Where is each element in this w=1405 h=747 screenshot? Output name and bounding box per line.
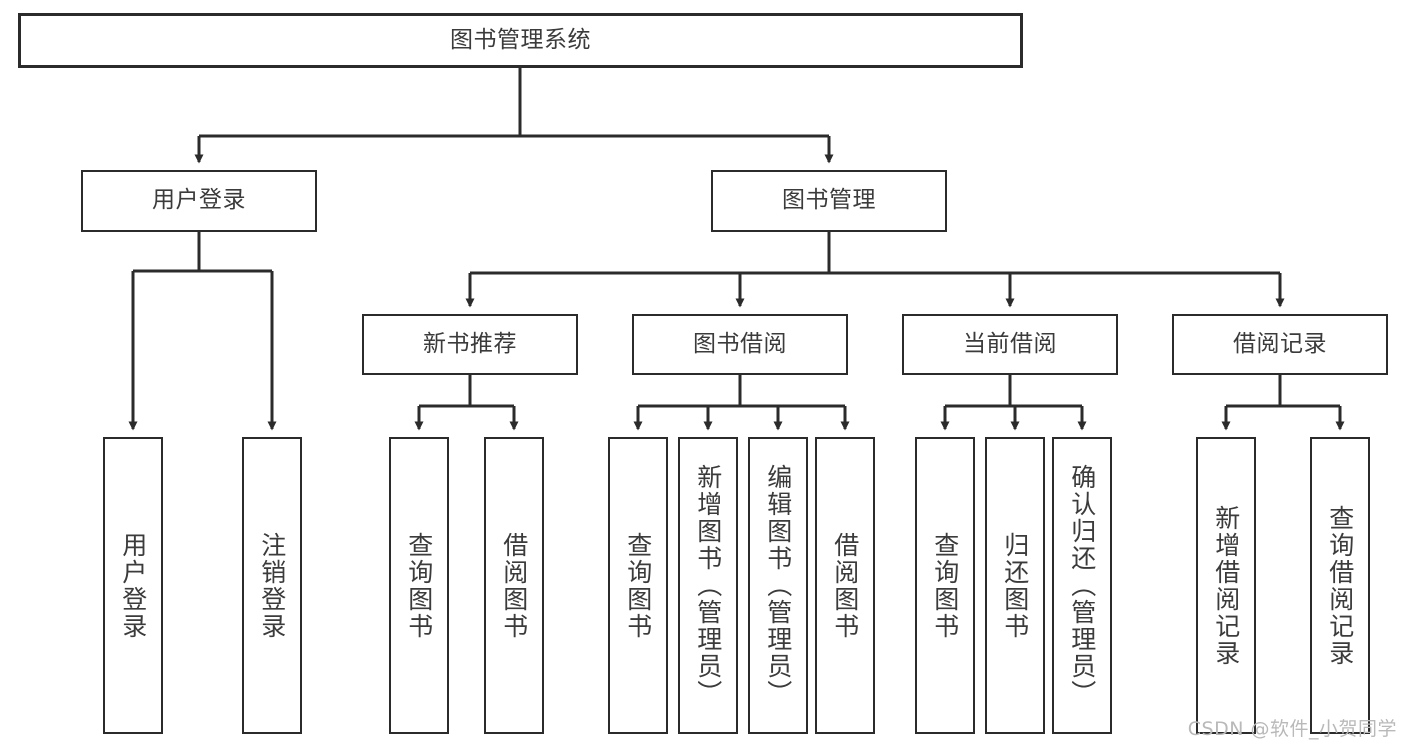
node-leaf-user-login-label: 用户登录 xyxy=(118,531,148,640)
node-leaf-borrow-book-recommend[interactable]: 借阅图书 xyxy=(484,437,544,734)
node-leaf-confirm-return-admin[interactable]: 确认归还（管理员） xyxy=(1052,437,1112,734)
node-leaf-return-book[interactable]: 归还图书 xyxy=(985,437,1045,734)
node-leaf-query-book-current[interactable]: 查询图书 xyxy=(915,437,975,734)
node-book-borrow[interactable]: 图书借阅 xyxy=(632,314,848,375)
node-leaf-logout-login-label: 注销登录 xyxy=(257,531,287,640)
node-user-login-label: 用户登录 xyxy=(152,187,246,214)
node-leaf-borrow-book[interactable]: 借阅图书 xyxy=(815,437,875,734)
node-leaf-confirm-return-admin-label: 确认归还（管理员） xyxy=(1067,464,1097,707)
node-leaf-logout-login[interactable]: 注销登录 xyxy=(242,437,302,734)
node-borrow-record-label: 借阅记录 xyxy=(1233,330,1327,357)
node-leaf-borrow-book-recommend-label: 借阅图书 xyxy=(499,531,529,640)
node-book-management-label: 图书管理 xyxy=(782,187,876,214)
node-book-borrow-label: 图书借阅 xyxy=(693,330,787,357)
node-book-management[interactable]: 图书管理 xyxy=(711,170,947,232)
node-root[interactable]: 图书管理系统 xyxy=(18,13,1023,68)
node-borrow-record[interactable]: 借阅记录 xyxy=(1172,314,1388,375)
node-leaf-edit-book-admin[interactable]: 编辑图书（管理员） xyxy=(748,437,808,734)
node-leaf-add-book-admin-label: 新增图书（管理员） xyxy=(693,464,723,707)
node-leaf-add-borrow-record[interactable]: 新增借阅记录 xyxy=(1196,437,1256,734)
node-leaf-return-book-label: 归还图书 xyxy=(1000,531,1030,640)
node-leaf-query-book-borrow-label: 查询图书 xyxy=(623,531,653,640)
node-leaf-query-borrow-record[interactable]: 查询借阅记录 xyxy=(1310,437,1370,734)
node-leaf-borrow-book-label: 借阅图书 xyxy=(830,531,860,640)
node-leaf-query-borrow-record-label: 查询借阅记录 xyxy=(1325,504,1355,667)
node-leaf-query-book-recommend-label: 查询图书 xyxy=(404,531,434,640)
watermark-text: CSDN @软件_小贺同学 xyxy=(1187,718,1397,740)
node-new-book-recommend[interactable]: 新书推荐 xyxy=(362,314,578,375)
node-leaf-edit-book-admin-label: 编辑图书（管理员） xyxy=(763,464,793,707)
node-leaf-query-book-borrow[interactable]: 查询图书 xyxy=(608,437,668,734)
node-leaf-query-book-recommend[interactable]: 查询图书 xyxy=(389,437,449,734)
node-current-borrow-label: 当前借阅 xyxy=(963,330,1057,357)
node-user-login[interactable]: 用户登录 xyxy=(81,170,317,232)
node-root-label: 图书管理系统 xyxy=(450,26,591,53)
node-leaf-add-borrow-record-label: 新增借阅记录 xyxy=(1211,504,1241,667)
node-current-borrow[interactable]: 当前借阅 xyxy=(902,314,1118,375)
node-leaf-user-login[interactable]: 用户登录 xyxy=(103,437,163,734)
node-new-book-recommend-label: 新书推荐 xyxy=(423,330,517,357)
node-leaf-query-book-current-label: 查询图书 xyxy=(930,531,960,640)
node-leaf-add-book-admin[interactable]: 新增图书（管理员） xyxy=(678,437,738,734)
